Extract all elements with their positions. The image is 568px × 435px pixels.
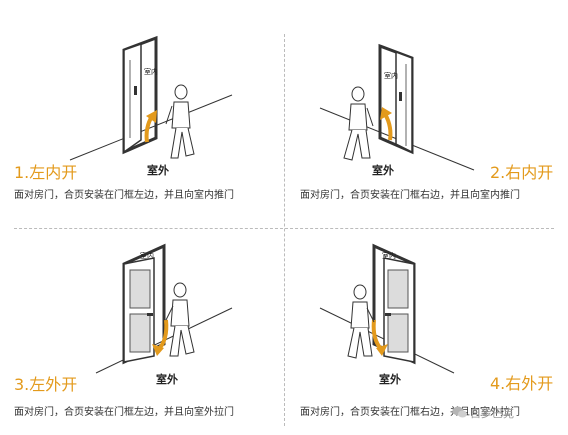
wechat-icon — [452, 406, 467, 418]
door-handle — [399, 92, 402, 101]
panel-2-illustration: 室内 — [319, 43, 475, 171]
panel-4-illustration: 室内 — [319, 243, 455, 374]
horizontal-divider — [14, 228, 554, 229]
watermark-text: 自步巴克 — [470, 407, 514, 420]
push-arrow — [144, 114, 154, 143]
panel-2-outside-label: 室外 — [372, 164, 394, 177]
pull-arrow — [156, 319, 169, 352]
panel-2-description: 面对房门，合页安装在门框右边，并且向室内推门 — [300, 190, 520, 201]
panel-1-outside-label: 室外 — [147, 164, 169, 177]
person-figure — [347, 284, 375, 359]
person-figure — [343, 86, 374, 161]
push-arrow — [383, 112, 393, 141]
door-handle — [385, 313, 391, 316]
floor-line — [69, 94, 233, 161]
panel-3-title: 3.左外开 — [14, 375, 78, 394]
inside-label: 室内 — [382, 251, 396, 260]
panel-3-description: 面对房门，合页安装在门框左边，并且向室外拉门 — [14, 407, 234, 418]
panel-4-outside-label: 室外 — [379, 373, 401, 386]
door-handle — [134, 86, 137, 95]
panel-3-outside-label: 室外 — [156, 373, 178, 386]
open-door — [395, 50, 413, 154]
open-door — [123, 42, 142, 154]
panel-4-title: 4.右外开 — [490, 374, 554, 393]
inside-label: 室内 — [140, 251, 154, 260]
panel-3-illustration: 室内 — [95, 243, 233, 374]
panel-2-title: 2.右内开 — [490, 163, 554, 182]
door-handle — [147, 313, 153, 316]
person-figure — [165, 84, 195, 159]
vertical-divider — [284, 34, 285, 426]
panel-1-illustration: 室内 — [69, 35, 233, 161]
panel-4-description: 面对房门，合页安装在门框右边，并且向室外拉门 — [300, 407, 520, 418]
person-figure — [165, 282, 195, 357]
panel-1-description: 面对房门，合页安装在门框左边，并且向室内推门 — [14, 190, 234, 201]
inside-label: 室内 — [144, 67, 158, 76]
inside-label: 室内 — [384, 71, 398, 80]
panel-1-title: 1.左内开 — [14, 163, 78, 182]
